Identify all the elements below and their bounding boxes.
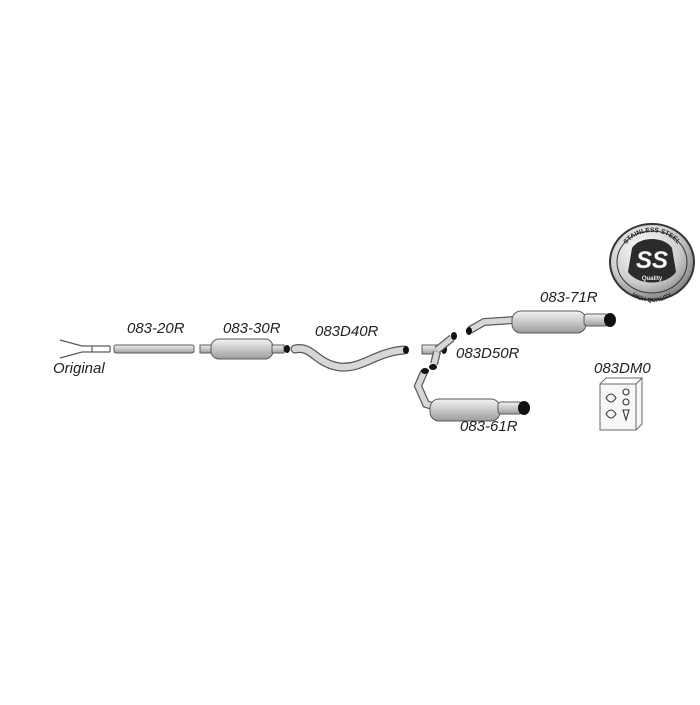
part-083-61r-silencer[interactable] — [413, 368, 530, 422]
label-083-71r: 083-71R — [540, 289, 598, 306]
part-083-71r-silencer[interactable] — [466, 310, 616, 335]
part-083d50r-ypiece[interactable] — [421, 332, 457, 370]
label-083d40r: 083D40R — [315, 323, 379, 340]
label-083d50r: 083D50R — [456, 345, 520, 362]
part-083-30r-silencer[interactable] — [199, 338, 290, 360]
clamp-icon — [605, 393, 617, 419]
original-pipe[interactable] — [59, 339, 111, 359]
label-083-30r: 083-30R — [223, 320, 281, 337]
seal-text-middle: Quality — [642, 276, 663, 282]
stainless-steel-seal: SS STAINLESS STEEL Quality HIGH QUALITY — [609, 223, 695, 304]
label-original: Original — [53, 360, 105, 377]
seal-text-bottom: HIGH QUALITY — [631, 292, 674, 304]
part-083-20r-pipe[interactable] — [113, 344, 195, 354]
seal-logo: SS — [636, 247, 668, 274]
label-083dm0: 083DM0 — [594, 360, 651, 377]
part-083d40r-pipe[interactable] — [290, 344, 409, 372]
label-083-61r: 083-61R — [460, 418, 518, 435]
part-083dm0-mounting-kit[interactable] — [599, 376, 643, 431]
label-083-20r: 083-20R — [127, 320, 185, 337]
bolt-icon — [622, 388, 630, 422]
